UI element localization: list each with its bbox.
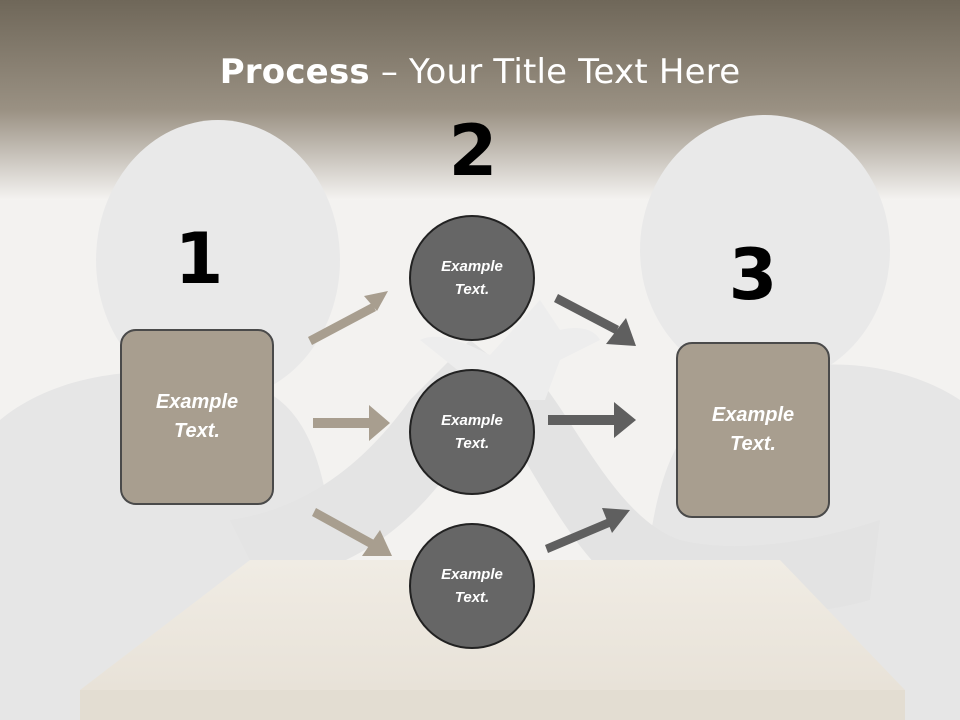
table-front bbox=[80, 690, 905, 720]
step1-text-line1: Example bbox=[155, 391, 239, 413]
right-figure-head bbox=[640, 115, 890, 385]
right-figure-arm bbox=[500, 380, 880, 615]
circle-bottom-line2: Text. bbox=[454, 589, 490, 606]
arrow-step1-to-bottom bbox=[312, 508, 392, 556]
circle-middle-line1: Example bbox=[441, 412, 503, 429]
title-rest: – Your Title Text Here bbox=[369, 52, 741, 92]
step-number-1: 1 bbox=[174, 218, 224, 300]
circle-top: Example Text. bbox=[409, 215, 535, 341]
step1-box: Example Text. bbox=[120, 329, 274, 505]
circle-middle-line2: Text. bbox=[454, 435, 490, 452]
arrows bbox=[308, 291, 636, 556]
step3-text-line2: Text. bbox=[730, 433, 776, 455]
step-number-2: 2 bbox=[448, 110, 498, 192]
circle-bottom-line1: Example bbox=[441, 566, 503, 583]
step-number-3: 3 bbox=[728, 234, 778, 316]
step3-text-line1: Example bbox=[711, 404, 795, 426]
arrow-bottom-to-step3 bbox=[545, 508, 630, 553]
arrow-step1-to-top bbox=[308, 291, 388, 345]
arrow-step1-to-middle bbox=[313, 405, 390, 441]
step1-text-line2: Text. bbox=[174, 420, 220, 442]
slide-title: Process – Your Title Text Here bbox=[0, 52, 960, 92]
circle-bottom: Example Text. bbox=[409, 523, 535, 649]
circle-top-line2: Text. bbox=[454, 281, 490, 298]
circle-top-line1: Example bbox=[441, 258, 503, 275]
arrow-middle-to-step3 bbox=[548, 402, 636, 438]
arrow-top-to-step3 bbox=[554, 294, 636, 346]
step3-box: Example Text. bbox=[676, 342, 830, 518]
circle-middle: Example Text. bbox=[409, 369, 535, 495]
title-bold: Process bbox=[219, 52, 370, 92]
